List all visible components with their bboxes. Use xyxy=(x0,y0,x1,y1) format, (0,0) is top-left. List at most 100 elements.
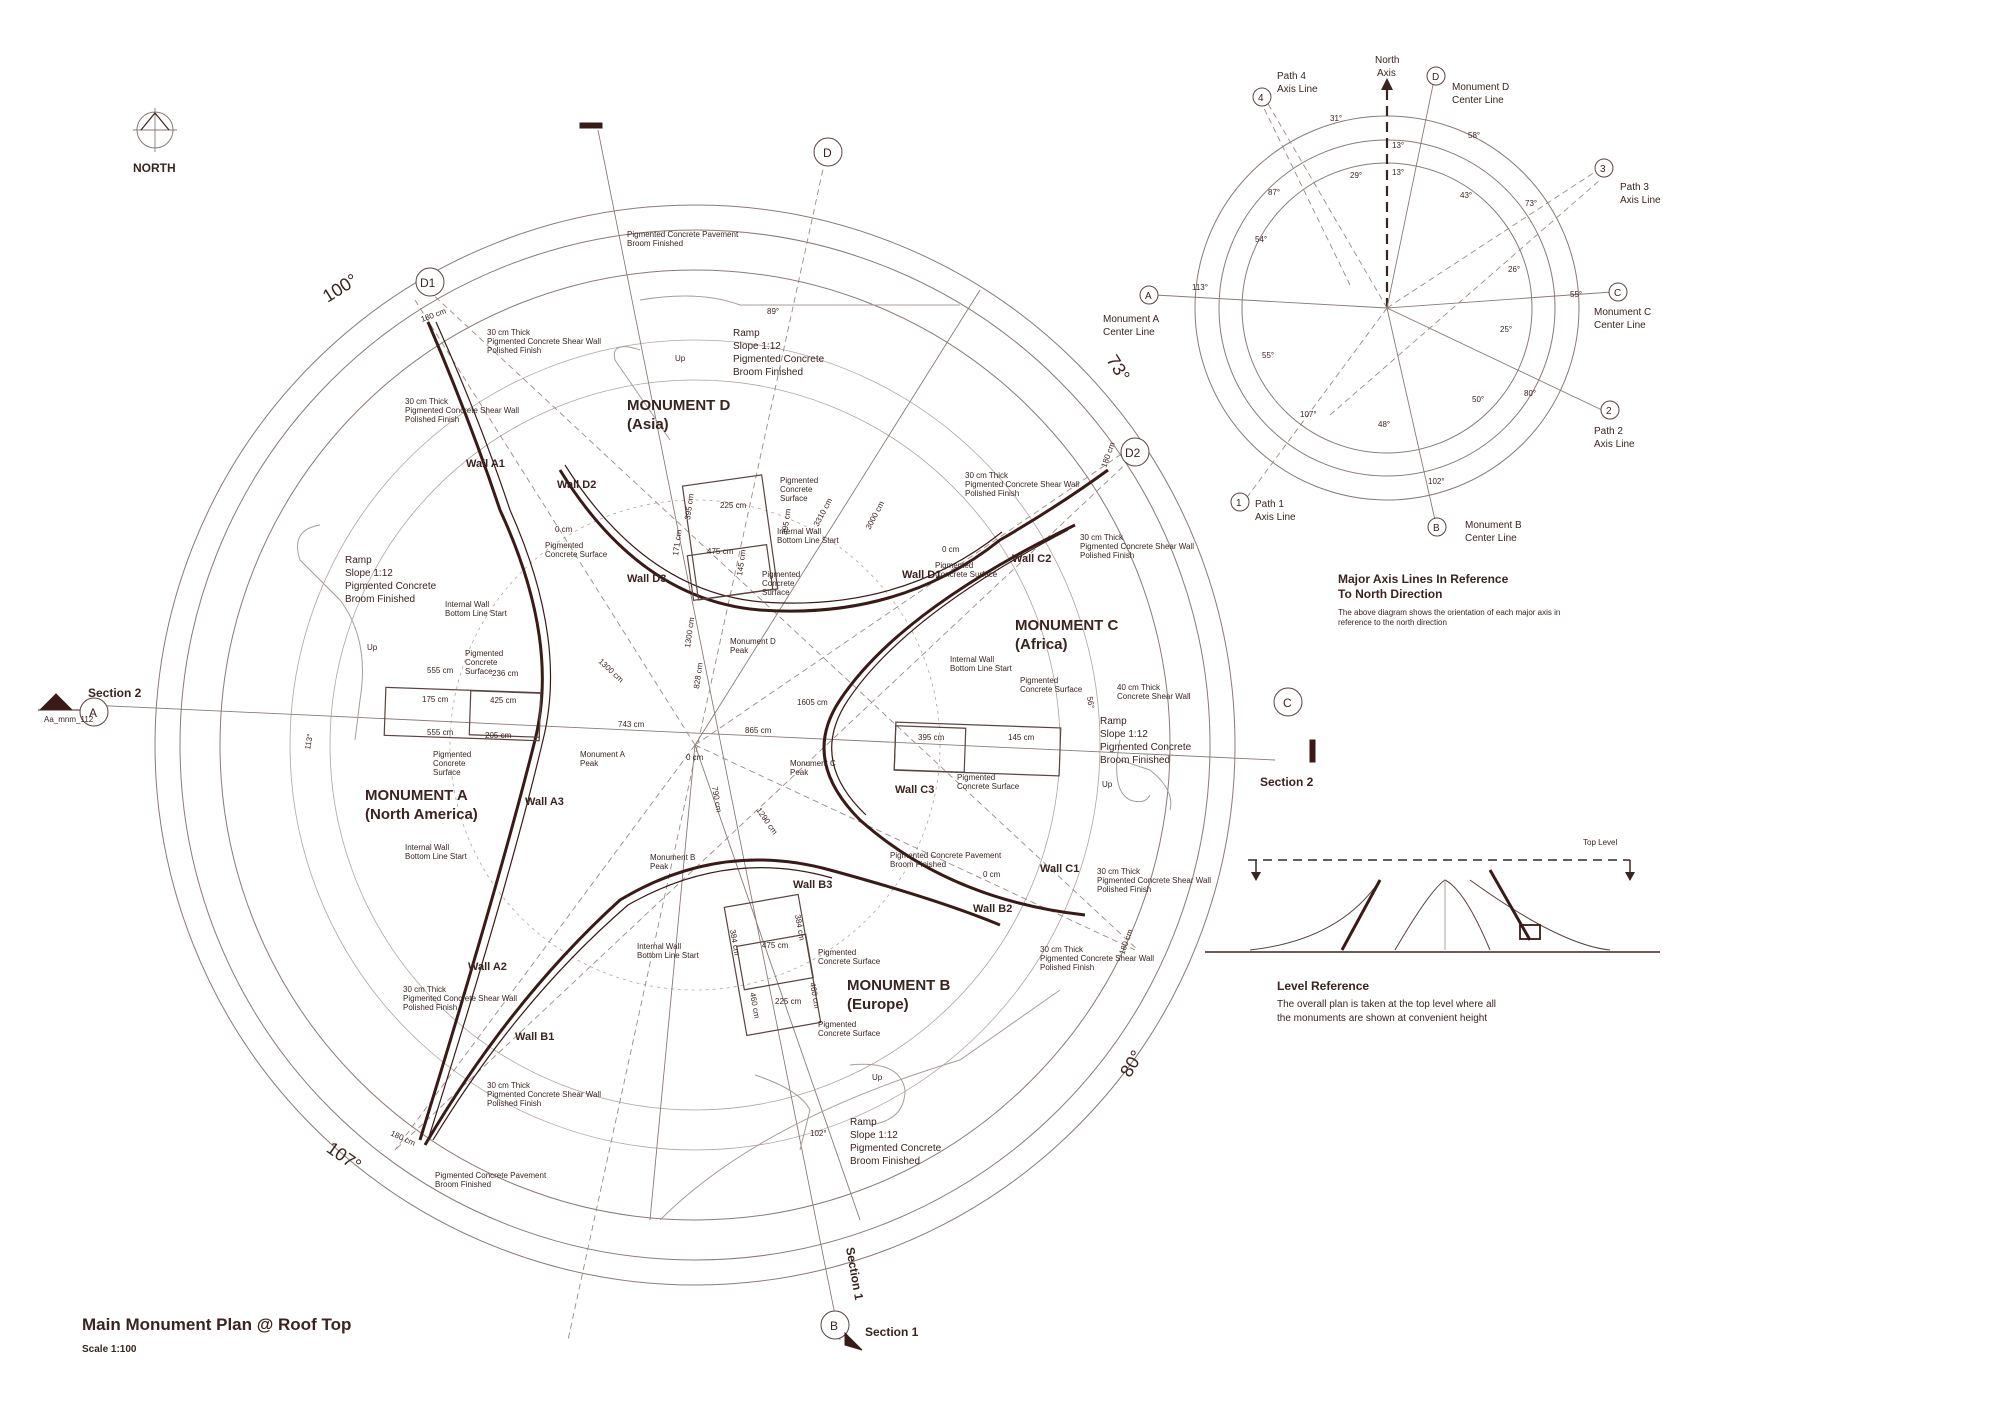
svg-text:113°: 113° xyxy=(1192,283,1208,292)
dim-180-b1: 180 cm xyxy=(389,1129,417,1148)
bubble-d1 xyxy=(415,267,445,297)
drawing-title: Main Monument Plan @ Roof Top xyxy=(82,1315,351,1334)
note-internal-a4: Bottom Line Start xyxy=(405,852,468,861)
wall-b3-label: Wall B3 xyxy=(793,879,832,891)
dim-395-a: 395 cm xyxy=(683,493,696,521)
monument-b-title: MONUMENT B xyxy=(847,977,950,994)
bubble-d2 xyxy=(1120,437,1150,467)
dim-384-b: 384 cm xyxy=(793,914,806,942)
ramp-c-line-3: Pigmented Concrete xyxy=(1100,742,1192,753)
ramp-a-line-1: Ramp xyxy=(345,555,372,566)
wall-labels: Wall A1 Wall A2 Wall A3 Wall B1 Wall B2 … xyxy=(466,458,1079,1043)
section-1-bottom-label: Section 1 xyxy=(865,1325,919,1339)
svg-text:29°: 29° xyxy=(1350,171,1362,180)
svg-text:107°: 107° xyxy=(1300,410,1317,419)
svg-text:25°: 25° xyxy=(1500,325,1512,334)
note-shear-7a: 30 cm Thick xyxy=(403,985,447,994)
angle-bottom-left: 107° xyxy=(323,1138,365,1176)
note-internal-d1: Internal Wall xyxy=(777,527,821,536)
note-zero-3: 0 cm xyxy=(686,753,704,762)
bubble-d1-label: D1 xyxy=(420,276,436,290)
section-2-left-label: Section 2 xyxy=(88,686,142,700)
dim-205: 205 cm xyxy=(485,731,512,740)
dim-395-c: 395 cm xyxy=(918,733,945,742)
note-shear-3c: Polished Finish xyxy=(965,489,1019,498)
note-peak-d2: Peak xyxy=(730,646,749,655)
mon-d-label-1: Monument D xyxy=(1452,82,1509,93)
axis-bubbles: A C D B D1 D2 xyxy=(79,137,1303,1340)
note-shear-3b: Pigmented Concrete Shear Wall xyxy=(965,480,1079,489)
monument-c-region: (Africa) xyxy=(1015,636,1068,653)
ramps xyxy=(297,295,1172,1221)
svg-text:13°: 13° xyxy=(1392,141,1404,150)
axis-reference-diagram: 4 D 3 C 2 B 1 A North Axis Path 4 Axis L… xyxy=(1103,55,1661,627)
ramp-b-line-4: Broom Finished xyxy=(850,1156,920,1167)
dim-460-b: 460 cm xyxy=(808,982,821,1010)
angle-top-left: 100° xyxy=(319,270,361,307)
path3-label-2: Axis Line xyxy=(1620,195,1661,206)
svg-text:87°: 87° xyxy=(1268,188,1280,197)
note-shear-4a: 30 cm Thick xyxy=(1080,533,1124,542)
angle-56: 56° xyxy=(1085,696,1096,709)
dimension-labels: 555 cm 555 cm 236 cm 205 cm 175 cm 425 c… xyxy=(303,306,1135,1148)
note-shear-3a: 30 cm Thick xyxy=(965,471,1009,480)
note-surface-d1a: Pigmented xyxy=(780,476,818,485)
mon-d-letter: D xyxy=(1432,72,1439,83)
ramp-d-line-4: Broom Finished xyxy=(733,367,803,378)
mon-a-label-2: Center Line xyxy=(1103,327,1155,338)
mon-c-label-1: Monument C xyxy=(1594,307,1651,318)
wall-a3-label: Wall A3 xyxy=(525,796,564,808)
note-shear-2b: Pigmented Concrete Shear Wall xyxy=(405,406,519,415)
dim-225-top: 225 cm xyxy=(720,501,747,510)
bubble-c-label: C xyxy=(1283,696,1292,710)
svg-text:102°: 102° xyxy=(1428,477,1445,486)
svg-text:43°: 43° xyxy=(1460,191,1472,200)
wall-b1-label: Wall B1 xyxy=(515,1031,554,1043)
path2-label-1: Path 2 xyxy=(1594,426,1623,437)
dim-180-d1: 180 cm xyxy=(420,306,448,324)
note-shear-1c: Polished Finish xyxy=(487,346,541,355)
note-shear-8b: Pigmented Concrete Shear Wall xyxy=(487,1090,601,1099)
dim-790: 790 cm xyxy=(710,786,723,814)
monument-b-region: (Europe) xyxy=(847,996,909,1013)
path4-label-1: Path 4 xyxy=(1277,71,1306,82)
level-reference: Top Level Level Reference The overall pl… xyxy=(1205,838,1660,1024)
section-2-right-label: Section 2 xyxy=(1260,775,1314,789)
bubble-c xyxy=(1273,687,1303,717)
angle-102: 102° xyxy=(810,1129,827,1138)
dim-395-b: 395 cm xyxy=(780,508,793,536)
ramp-a-up: Up xyxy=(367,643,378,652)
dim-236: 236 cm xyxy=(492,669,519,678)
note-surface-a1a: Pigmented xyxy=(465,649,503,658)
note-surface-d1c: Surface xyxy=(780,494,808,503)
monument-titles: MONUMENT D (Asia) MONUMENT C (Africa) MO… xyxy=(365,397,1118,1013)
note-surface-a2a: Pigmented xyxy=(433,750,471,759)
top-level-label: Top Level xyxy=(1583,838,1617,847)
note-surface-c2b: Concrete Surface xyxy=(1020,685,1083,694)
angle-right-top: 73° xyxy=(1103,351,1134,385)
monument-a-region: (North America) xyxy=(365,806,478,823)
bubble-a-label: A xyxy=(89,706,97,720)
note-shear-1b: Pigmented Concrete Shear Wall xyxy=(487,337,601,346)
ramp-b-line-3: Pigmented Concrete xyxy=(850,1143,942,1154)
material-notes: Pigmented Concrete Pavement Broom Finish… xyxy=(403,230,1211,1189)
note-surface-c1b: Concrete Surface xyxy=(935,570,998,579)
angle-113: 113° xyxy=(303,733,315,750)
dim-180-c1: 180 cm xyxy=(1117,928,1135,956)
angle-89: 89° xyxy=(767,307,779,316)
note-shear-6c: Polished Finish xyxy=(1040,963,1094,972)
ramp-c-up: Up xyxy=(1102,780,1113,789)
bubble-d-label: D xyxy=(823,146,832,160)
dim-175: 175 cm xyxy=(422,695,449,704)
angle-bottom-right: 80° xyxy=(1116,1047,1147,1081)
note-peak-b1: Monument B xyxy=(650,853,695,862)
axis-diagram-degrees: 31° 58° 13° 13° 29° 43° 73° 87° 54° 26° … xyxy=(1192,114,1582,486)
ramp-b-up: Up xyxy=(872,1073,883,1082)
svg-text:26°: 26° xyxy=(1508,265,1520,274)
dim-3000: 3000 cm xyxy=(864,499,887,531)
axis-diagram-heading-2: To North Direction xyxy=(1338,587,1442,601)
svg-text:55°: 55° xyxy=(1262,351,1274,360)
mon-b-letter: B xyxy=(1433,523,1440,534)
note-surface-c3b: Concrete Surface xyxy=(957,782,1020,791)
ramp-d-line-2: Slope 1:12 xyxy=(733,341,781,352)
